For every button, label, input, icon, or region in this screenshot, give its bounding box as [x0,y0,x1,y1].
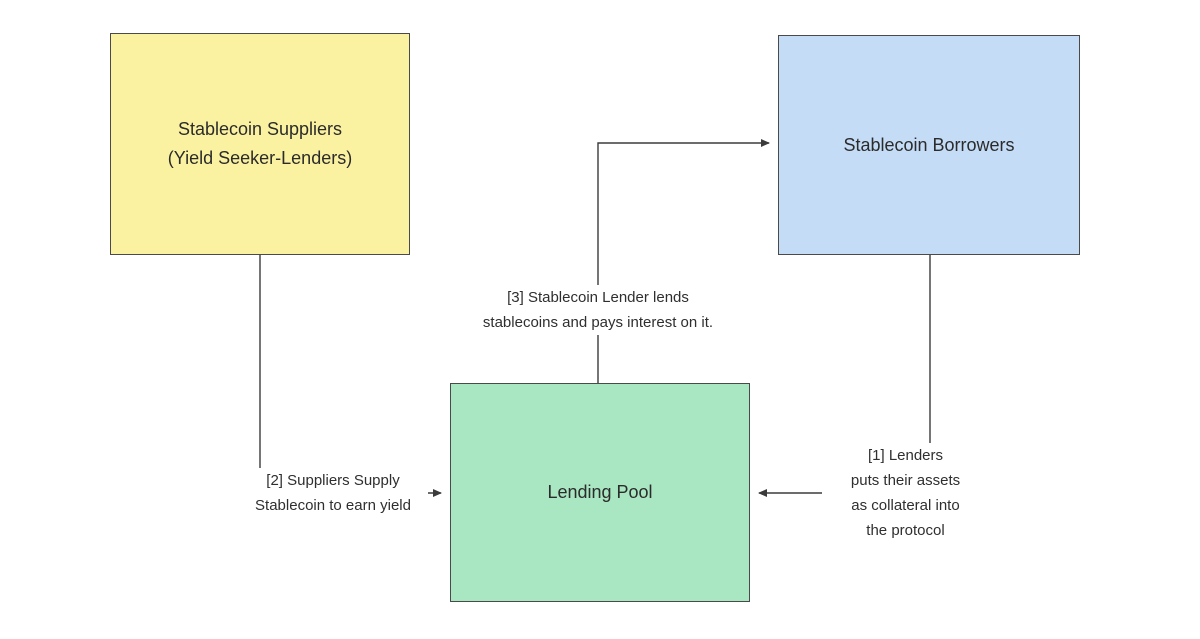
edge-label-suppliers-supply-line2: Stablecoin to earn yield [255,497,411,514]
edge-pool-to-borrowers-arrow [597,139,770,383]
node-lending-pool-label: Lending Pool [547,482,653,502]
edge-label-lenders-collateral-line4: the protocol [866,522,945,539]
node-stablecoin-borrowers: Stablecoin Borrowers [778,35,1080,255]
node-stablecoin-borrowers-label: Stablecoin Borrowers [843,134,1015,155]
edge-label-lender-lends-line2: stablecoins and pays interest on it. [482,314,714,331]
edge-label-lenders-collateral-line2: puts their assets [850,472,961,489]
edge-label-lenders-collateral-line3: as collateral into [851,497,960,514]
edge-label-suppliers-supply: [2] Suppliers Supply Stablecoin to earn … [238,468,428,518]
edge-label-lenders-collateral: [1] Lenders puts their assets as collate… [833,443,978,543]
node-stablecoin-suppliers-label-line2: (Yield Seeker-Lenders) [167,148,353,168]
edge-label-lender-lends: [3] Stablecoin Lender lends stablecoins … [418,285,778,335]
edge-label-lender-lends-line1: [3] Stablecoin Lender lends [507,289,689,306]
node-stablecoin-suppliers-label-line1: Stablecoin Suppliers [177,119,343,139]
node-stablecoin-suppliers: Stablecoin Suppliers (Yield Seeker-Lende… [110,33,410,255]
edge-label-lenders-collateral-line1: [1] Lenders [867,447,944,464]
node-lending-pool: Lending Pool [450,383,750,602]
edge-label-suppliers-supply-line1: [2] Suppliers Supply [266,472,400,489]
